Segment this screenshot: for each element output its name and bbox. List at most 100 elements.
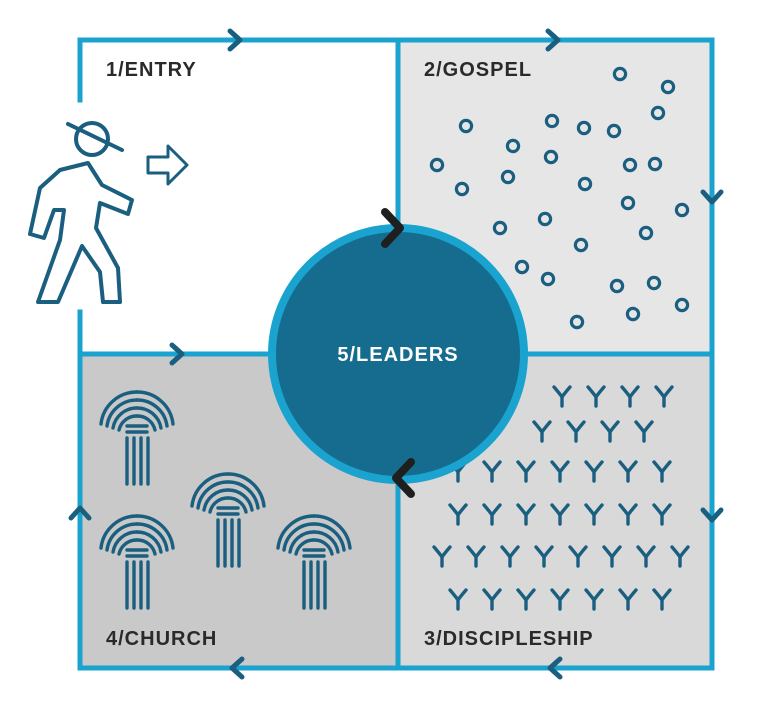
flow-arrows	[68, 28, 724, 680]
seed-circle-icon	[543, 149, 559, 165]
seed-circle-icon	[650, 105, 666, 121]
sprout-icon	[432, 545, 452, 568]
seed-circle-icon	[537, 211, 553, 227]
sheaf-grain-right	[135, 414, 157, 432]
sprout-icon	[568, 545, 588, 568]
seed-circle-icon	[454, 181, 470, 197]
sheaf-grain-left	[282, 522, 316, 552]
sprout-icon	[584, 460, 604, 483]
sheaf-grain-right	[135, 538, 157, 556]
sprout-icon	[448, 588, 468, 611]
sprout-icon	[654, 385, 674, 408]
sheaf-grain-right	[135, 522, 169, 552]
seed-circle-icon	[505, 138, 521, 154]
sheaf-grain-right	[312, 522, 346, 552]
sprout-icon	[652, 460, 672, 483]
discipleship-sprouts	[432, 385, 690, 611]
flow-chevron-icon	[68, 505, 92, 521]
sprout-icon	[516, 503, 536, 526]
sheaf-grain-right	[135, 406, 163, 430]
sprout-icon	[602, 545, 622, 568]
sheaf-grain-left	[105, 398, 139, 428]
seed-circle-icon	[674, 202, 690, 218]
sheaf-grain-left	[99, 390, 139, 426]
seed-circle-icon	[660, 79, 676, 95]
sheaf-grain-right	[226, 496, 248, 514]
seed-circle-icon	[492, 220, 508, 236]
sprout-icon	[532, 420, 552, 443]
seed-circle-icon	[577, 176, 593, 192]
sprout-icon	[620, 385, 640, 408]
seed-circle-icon	[573, 237, 589, 253]
seed-circle-icon	[647, 156, 663, 172]
sprout-icon	[618, 588, 638, 611]
sprout-icon	[448, 503, 468, 526]
seed-circle-icon	[674, 297, 690, 313]
seed-circle-icon	[569, 314, 585, 330]
sheaf-grain-left	[99, 514, 139, 550]
seed-circle-icon	[544, 113, 560, 129]
sheaf-grain-left	[294, 538, 316, 556]
seed-circle-icon	[622, 157, 638, 173]
center-arrow-bottom-icon	[392, 458, 415, 498]
sheaf-grain-left	[276, 514, 316, 550]
seed-circle-icon	[625, 306, 641, 322]
church-sheaves	[99, 390, 352, 610]
seed-circle-icon	[540, 271, 556, 287]
walking-person-icon	[28, 121, 134, 304]
sprout-icon	[586, 385, 606, 408]
flow-chevron-icon	[227, 28, 243, 52]
sprout-icon	[482, 460, 502, 483]
wheat-sheaf-icon	[276, 514, 352, 610]
flow-chevron-icon	[169, 342, 185, 366]
sheaf-grain-right	[226, 488, 254, 512]
sprout-icon	[634, 420, 654, 443]
sheaf-grain-left	[202, 488, 230, 512]
sprout-icon	[618, 460, 638, 483]
sheaf-grain-right	[135, 514, 175, 550]
seed-circle-icon	[500, 169, 516, 185]
seed-circle-icon	[612, 66, 628, 82]
sprout-icon	[500, 545, 520, 568]
sheaf-grain-left	[117, 538, 139, 556]
sheaf-grain-right	[312, 530, 340, 554]
label-discipleship: 3/DISCIPLESHIP	[424, 628, 594, 650]
sheaf-grain-right	[312, 514, 352, 550]
sprout-icon	[482, 503, 502, 526]
flow-chevron-icon	[547, 656, 563, 680]
sheaf-grain-left	[196, 480, 230, 510]
sprout-icon	[584, 503, 604, 526]
seed-circle-icon	[576, 120, 592, 136]
sheaf-grain-left	[111, 530, 139, 554]
sprout-icon	[482, 588, 502, 611]
sprout-icon	[550, 588, 570, 611]
leaders-cycle-arrows	[381, 208, 415, 498]
center-arrow-top-icon	[381, 208, 404, 248]
flow-chevron-icon	[700, 507, 724, 523]
sheaf-grain-right	[226, 472, 266, 508]
sprout-icon	[600, 420, 620, 443]
label-entry: 1/ENTRY	[106, 59, 197, 81]
seed-circle-icon	[609, 278, 625, 294]
seed-circle-icon	[638, 225, 654, 241]
gospel-seeds	[429, 66, 690, 330]
sprout-icon	[516, 588, 536, 611]
sprout-icon	[670, 545, 690, 568]
sheaf-grain-right	[135, 398, 169, 428]
sheaf-grain-right	[135, 530, 163, 554]
sprout-icon	[534, 545, 554, 568]
sprout-icon	[636, 545, 656, 568]
sprout-icon	[566, 420, 586, 443]
wheat-sheaf-icon	[99, 514, 175, 610]
entry-arrow-icon	[146, 144, 189, 186]
sheaf-grain-left	[208, 496, 230, 514]
sheaf-grain-left	[190, 472, 230, 508]
sprout-icon	[618, 503, 638, 526]
flow-chevron-icon	[229, 656, 245, 680]
seed-circle-icon	[620, 195, 636, 211]
sheaf-grain-left	[288, 530, 316, 554]
sheaf-grain-left	[117, 414, 139, 432]
sprout-icon	[652, 588, 672, 611]
sprout-icon	[516, 460, 536, 483]
